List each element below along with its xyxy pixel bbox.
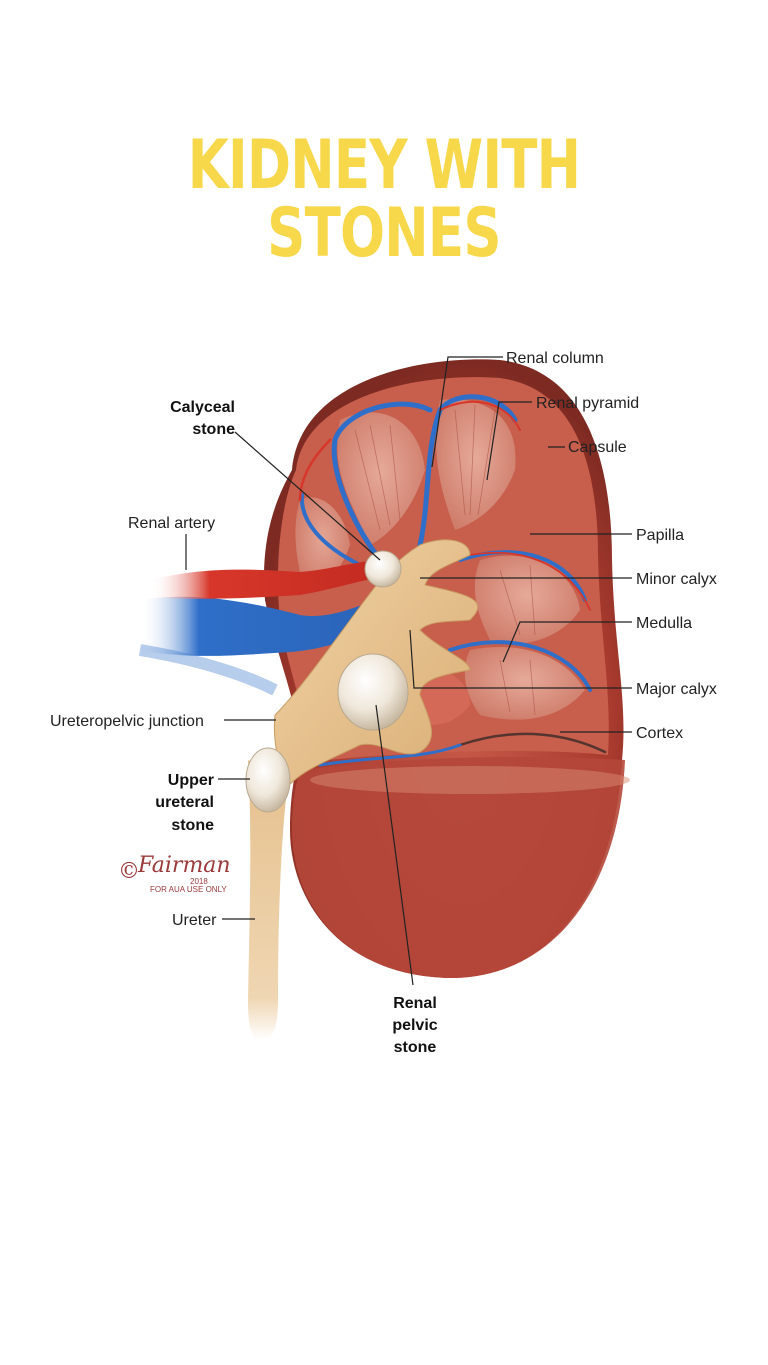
ureter (248, 760, 288, 1040)
labels: Renal column Renal pyramid Capsule Papil… (50, 350, 717, 1056)
label-renal-artery: Renal artery (128, 515, 215, 532)
signature-note: FOR AUA USE ONLY (150, 885, 227, 894)
label-ureteropelvic-junction: Ureteropelvic junction (50, 713, 204, 730)
vessel-network (298, 394, 607, 767)
signature-year: 2018 (190, 877, 208, 886)
label-renal-column: Renal column (506, 350, 604, 367)
stones (245, 550, 409, 813)
label-capsule: Capsule (568, 439, 627, 456)
label-papilla: Papilla (636, 527, 684, 544)
artist-signature: © Fairman 2018 FOR AUA USE ONLY (118, 853, 231, 894)
label-major-calyx: Major calyx (636, 681, 717, 698)
label-calyceal-stone-line1: Calyceal (170, 399, 235, 416)
label-upper-ureteral-stone-line2: ureteral (155, 794, 214, 811)
label-cortex: Cortex (636, 725, 683, 742)
signature-mark: © (118, 859, 140, 884)
upper-ureteral-stone (245, 747, 291, 813)
label-renal-pelvic-stone-line2: pelvic (392, 1017, 437, 1034)
label-upper-ureteral-stone-line3: stone (171, 817, 214, 834)
calyceal-stone (364, 550, 402, 588)
signature-name: Fairman (137, 853, 231, 878)
renal-vessels (139, 560, 388, 696)
leader-lines (185, 356, 632, 986)
label-ureter: Ureter (172, 912, 217, 929)
page-title: KIDNEY WITH STONES (187, 126, 581, 273)
label-minor-calyx: Minor calyx (636, 571, 717, 588)
label-medulla: Medulla (636, 615, 692, 632)
label-renal-pyramid: Renal pyramid (536, 395, 639, 412)
label-renal-pelvic-stone-line3: stone (394, 1039, 437, 1056)
label-calyceal-stone-line2: stone (192, 421, 235, 438)
label-upper-ureteral-stone-line1: Upper (168, 772, 214, 789)
label-renal-pelvic-stone-line1: Renal (393, 995, 437, 1012)
renal-pelvic-stone (337, 653, 409, 731)
